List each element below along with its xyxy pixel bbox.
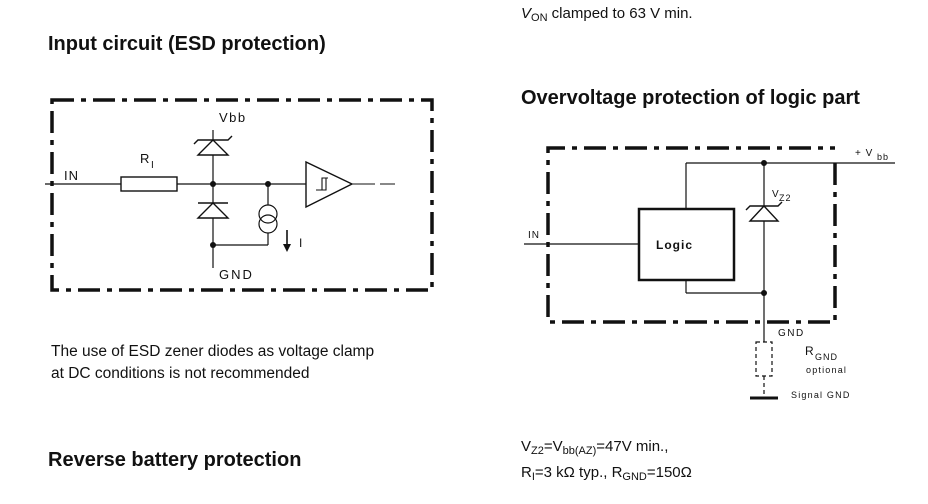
zener-lower — [196, 202, 230, 219]
overvoltage-diagram: + V bb IN Logic V Z2 GND R GND optional … — [524, 146, 895, 400]
resistor-rgnd — [755, 341, 773, 377]
current-source — [258, 204, 278, 224]
label-ri: R — [140, 151, 149, 166]
label-in: IN — [64, 168, 79, 183]
label-rgnd-sub: GND — [815, 352, 838, 362]
esd-note-line-1: The use of ESD zener diodes as voltage c… — [51, 343, 375, 360]
heading-overvoltage: Overvoltage protection of logic part — [521, 87, 860, 109]
label-gnd-logic: GND — [778, 328, 805, 339]
zener-upper — [196, 139, 230, 156]
resistor-ri — [120, 176, 178, 192]
spec-line-2: RI=3 kΩ typ., RGND=150Ω — [521, 464, 692, 483]
label-current: I — [299, 236, 302, 250]
label-ri-sub: I — [151, 160, 154, 171]
input-boundary — [50, 98, 434, 292]
top-note: VON clamped to 63 V min. — [521, 5, 693, 24]
label-signal-gnd: Signal GND — [791, 390, 851, 400]
heading-reverse-battery: Reverse battery protection — [48, 449, 302, 471]
label-vz2: V — [772, 189, 779, 200]
label-vz2-sub: Z2 — [779, 193, 792, 203]
label-optional: optional — [806, 365, 847, 375]
input-circuit-diagram: Vbb IN R I GND I — [45, 98, 434, 292]
spec-line-1: VZ2=Vbb(AZ)=47V min., — [521, 438, 669, 457]
comparator — [305, 160, 354, 209]
zener-vz2 — [748, 204, 780, 222]
esd-note-line-2: at DC conditions is not recommended — [51, 365, 310, 382]
label-vbb-plus: + V — [855, 148, 873, 159]
label-gnd: GND — [219, 267, 254, 282]
overvoltage-boundary — [546, 146, 837, 324]
label-logic: Logic — [656, 238, 693, 252]
specs: VZ2=Vbb(AZ)=47V min., RI=3 kΩ typ., RGND… — [521, 436, 692, 488]
heading-input-circuit: Input circuit (ESD protection) — [48, 33, 326, 55]
label-rgnd: R — [805, 344, 814, 358]
label-in-logic: IN — [528, 230, 540, 241]
esd-note: The use of ESD zener diodes as voltage c… — [51, 341, 374, 385]
label-vbb: Vbb — [219, 110, 247, 125]
label-vbb-sub: bb — [877, 152, 889, 162]
